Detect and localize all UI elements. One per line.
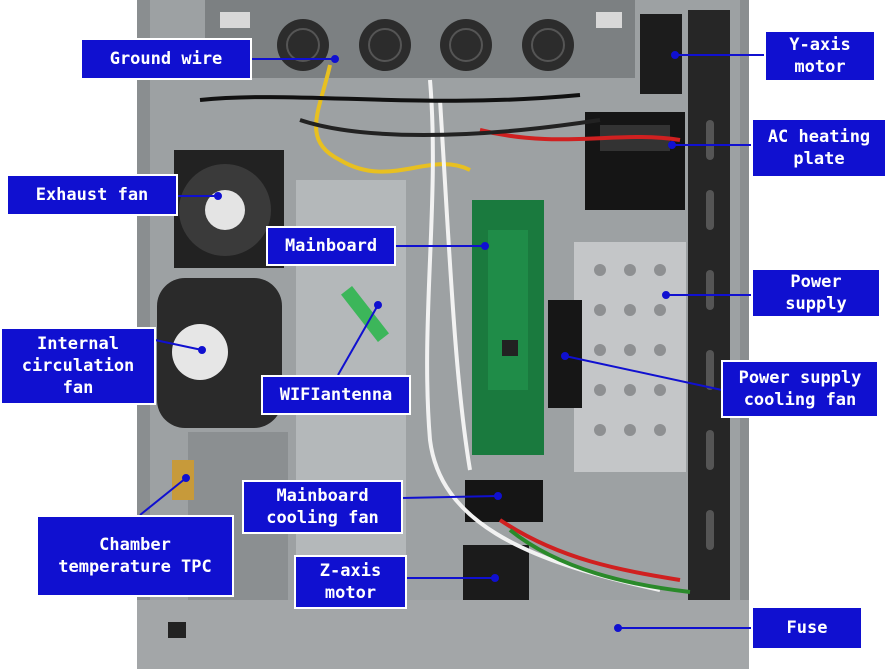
wifi-antenna-leader xyxy=(337,304,379,376)
exhaust-fan-label: Exhaust fan xyxy=(6,174,178,216)
fuse-label: Fuse xyxy=(751,606,863,650)
internal-fan-leader xyxy=(154,339,203,351)
wifi-antenna-label: WIFIantenna xyxy=(261,375,411,415)
y-axis-motor-label: Y-axis motor xyxy=(764,30,876,82)
chamber-tpc-leader xyxy=(139,477,187,516)
ground-wire-label: Ground wire xyxy=(80,38,252,80)
mainboard-fan-leader xyxy=(401,495,499,499)
mainboard-label: Mainboard xyxy=(266,226,396,266)
chamber-temperature-tpc-label: Chamber temperature TPC xyxy=(36,515,234,597)
power-supply-cooling-fan-label: Power supply cooling fan xyxy=(721,360,879,418)
mainboard-cooling-fan-label: Mainboard cooling fan xyxy=(242,480,403,534)
ac-heating-plate-label: AC heating plate xyxy=(751,118,887,178)
internal-circulation-fan-label: Internal circulation fan xyxy=(0,327,156,405)
power-supply-label: Power supply xyxy=(751,268,881,318)
z-axis-motor-label: Z-axis motor xyxy=(294,555,407,609)
ps-fan-leader xyxy=(564,355,723,391)
